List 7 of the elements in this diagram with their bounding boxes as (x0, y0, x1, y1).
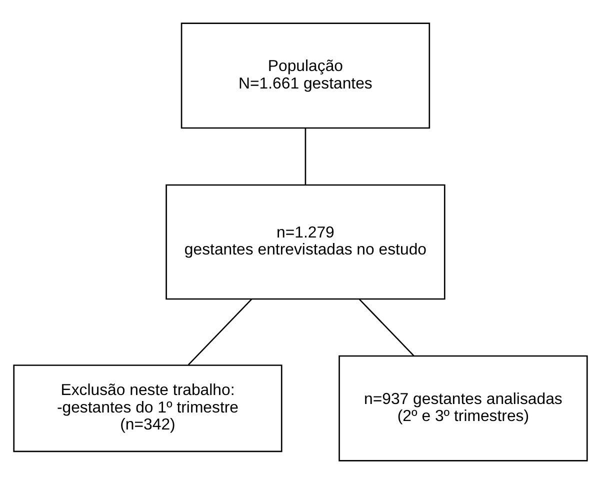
connector (358, 298, 414, 356)
connector (304, 128, 306, 184)
node-box: População N=1.661 gestantes (180, 22, 430, 128)
node-box: n=937 gestantes analisadas (2º e 3º trimestres) (338, 354, 588, 461)
node-box: n=1.279 gestantes entrevistadas no estudo (166, 184, 446, 300)
connector (188, 298, 252, 365)
node-box: Exclusão neste trabalho: -gestantes do 1º trimestre (n=342) (13, 364, 282, 452)
